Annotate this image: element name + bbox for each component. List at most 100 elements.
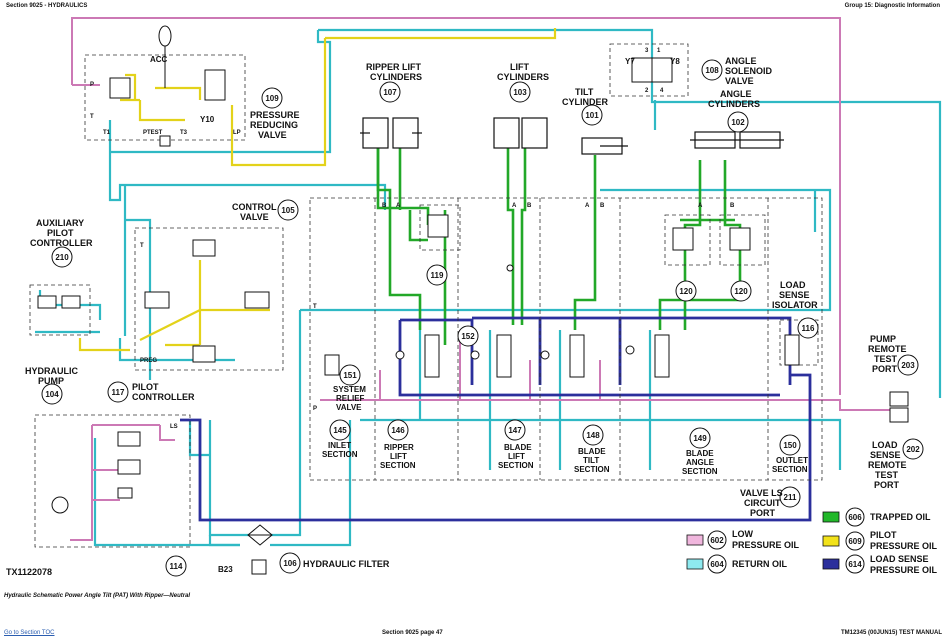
- ripper-lift-cylinders: [360, 117, 422, 149]
- tilt-cylinder: [581, 137, 628, 155]
- callout-103: 103: [513, 88, 527, 97]
- callout-203: 203: [901, 361, 915, 370]
- label-load-sense-isolator-3: ISOLATOR: [772, 300, 818, 310]
- legend-item-return: 604 RETURN OIL: [686, 554, 788, 574]
- figure-caption: Hydraulic Schematic Power Angle Tilt (PA…: [4, 593, 191, 599]
- label-blade-tilt-section-1: BLADE: [578, 447, 606, 456]
- callout-102: 102: [731, 118, 745, 127]
- relief-valves: [427, 214, 751, 251]
- label-ripper-b: B: [382, 203, 387, 209]
- label-blade-angle-section-2: ANGLE: [686, 458, 715, 467]
- label-lift-cylinders-2: CYLINDERS: [497, 72, 549, 82]
- label-port-lp: LP: [233, 130, 241, 136]
- label-system-relief-valve-1: SYSTEM: [333, 385, 366, 394]
- legend-item-load-sense: 614 LOAD SENSE PRESSURE OIL: [822, 554, 938, 575]
- legend-item-trapped: 606 TRAPPED OIL: [822, 507, 931, 527]
- callout-120-a: 120: [679, 287, 693, 296]
- label-port-ls: LS: [170, 424, 178, 430]
- test-port-symbols: [889, 391, 909, 423]
- callout-circles: [41, 59, 924, 577]
- label-pilot-controller-1: PILOT: [132, 382, 159, 392]
- legend-614: 614: [848, 560, 862, 569]
- label-inlet-section-2: SECTION: [322, 450, 358, 459]
- label-hydraulic-pump-2: PUMP: [38, 376, 64, 386]
- label-pressure-reducing-valve-2: REDUCING: [250, 120, 298, 130]
- label-blade-tilt-section-2: TILT: [583, 456, 599, 465]
- low-pressure-oil-lines: [70, 17, 890, 541]
- label-blade-lift-section-1: BLADE: [504, 443, 532, 452]
- callout-101: 101: [585, 111, 599, 120]
- label-ls-remote-test-port-1: LOAD: [872, 440, 898, 450]
- legend-609: 609: [848, 537, 862, 546]
- callout-148: 148: [586, 431, 600, 440]
- callout-107: 107: [383, 88, 397, 97]
- section-toc-link[interactable]: Go to Section TOC: [4, 630, 55, 636]
- hydraulic-filter-symbol: [247, 524, 273, 575]
- callout-117: 117: [112, 388, 125, 397]
- label-tilt-a: A: [585, 203, 590, 209]
- label-ripper-a: A: [396, 203, 401, 209]
- callout-149: 149: [693, 434, 707, 443]
- label-ripper-lift-section-3: SECTION: [380, 461, 416, 470]
- callout-151: 151: [343, 371, 357, 380]
- label-angle-solenoid-valve-3: VALVE: [725, 76, 754, 86]
- pilot-controller-valves: [37, 239, 270, 363]
- legend-low-2: PRESSURE OIL: [732, 540, 800, 550]
- legend-604: 604: [710, 560, 724, 569]
- legend-ls-1: LOAD SENSE: [870, 554, 929, 564]
- label-angle-a: A: [698, 203, 703, 209]
- callout-114: 114: [170, 562, 183, 571]
- label-pump-remote-test-port-1: PUMP: [870, 334, 896, 344]
- label-ls-remote-test-port-4: TEST: [875, 470, 899, 480]
- label-ls-remote-test-port-5: PORT: [874, 480, 900, 490]
- label-angle-cylinders-1: ANGLE: [720, 89, 752, 99]
- legend-606: 606: [848, 513, 862, 522]
- label-pump-remote-test-port-4: PORT: [872, 364, 898, 374]
- header-group-title: Group 15: Diagnostic Information: [844, 3, 940, 9]
- label-pump-remote-test-port-2: REMOTE: [868, 344, 907, 354]
- label-inlet-p: P: [313, 406, 317, 412]
- component-boxes: [29, 43, 823, 548]
- label-port-t3: T3: [180, 130, 188, 136]
- label-y8: Y8: [670, 57, 680, 66]
- angle-solenoid-valve-symbol: [631, 57, 673, 83]
- callout-109: 109: [265, 94, 279, 103]
- label-lift-b: B: [527, 203, 532, 209]
- return-oil-lines: [35, 28, 942, 547]
- legend-return: RETURN OIL: [732, 559, 788, 569]
- label-control-valve-1: CONTROL: [232, 202, 277, 212]
- pressure-reducing-valve: [109, 25, 226, 147]
- callout-210: 210: [55, 253, 69, 262]
- page-number: Section 9025 page 47: [382, 630, 443, 636]
- label-port-t1: T1: [103, 130, 111, 136]
- callout-numbers: 101 102 103 104 105 106 107 108 109 114 …: [45, 66, 920, 571]
- label-angle-solenoid-valve-1: ANGLE: [725, 56, 757, 66]
- label-valve-ls-circuit-port-3: PORT: [750, 508, 776, 518]
- legend-item-low-pressure: 602 LOW PRESSURE OIL: [686, 529, 800, 550]
- callout-108: 108: [705, 66, 719, 75]
- label-angle-cylinders-2: CYLINDERS: [708, 99, 760, 109]
- label-control-valve-2: VALVE: [240, 212, 269, 222]
- label-pilot-t: T: [140, 243, 144, 249]
- label-blade-angle-section-3: SECTION: [682, 467, 718, 476]
- label-ripper-lift-section-2: LIFT: [390, 452, 407, 461]
- label-hydraulic-filter: HYDRAULIC FILTER: [303, 559, 390, 569]
- figure-id: TX1122078: [6, 567, 52, 577]
- label-aux-pilot-controller-2: PILOT: [47, 228, 74, 238]
- label-b23: B23: [218, 565, 233, 574]
- callout-147: 147: [508, 426, 522, 435]
- label-sol-port-3: 3: [645, 48, 649, 54]
- label-pump-remote-test-port-3: TEST: [874, 354, 898, 364]
- callout-119: 119: [431, 271, 444, 280]
- manual-id: TM12345 (00JUN15) TEST MANUAL: [840, 630, 942, 636]
- label-port-ptest: PTEST: [143, 130, 163, 136]
- lift-cylinders: [493, 117, 548, 149]
- header-section-title: Section 9025 - HYDRAULICS: [6, 3, 88, 9]
- label-port-t: T: [90, 114, 94, 120]
- label-ripper-lift-cylinders-2: CYLINDERS: [370, 72, 422, 82]
- callout-150: 150: [783, 441, 797, 450]
- label-sol-port-2: 2: [645, 88, 649, 94]
- legend-pilot-1: PILOT: [870, 530, 897, 540]
- legend-ls-2: PRESSURE OIL: [870, 565, 938, 575]
